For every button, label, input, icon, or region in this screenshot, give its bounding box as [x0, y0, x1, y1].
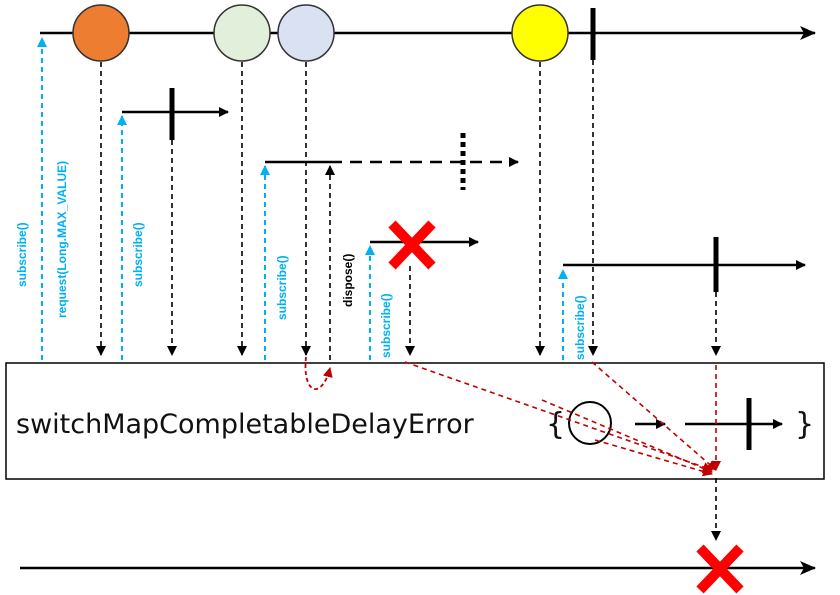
operator-close-brace: } [795, 407, 814, 442]
operator-name: switchMapCompletableDelayError [16, 409, 475, 440]
inner-error-cross-icon [388, 220, 436, 270]
operator-box: switchMapCompletableDelayError { } [5, 362, 825, 480]
output-timeline [20, 544, 816, 594]
green-item [213, 4, 271, 62]
inner-completable-1: subscribe() [117, 88, 229, 360]
inner1-subscribe-label: subscribe() [131, 222, 145, 287]
emission-arrows [96, 60, 598, 356]
inner-completable-4: subscribe() [558, 237, 806, 360]
source-request-label: request(Long.MAX_VALUE) [55, 161, 69, 318]
dispose-label: dispose() [341, 254, 355, 307]
orange-item [72, 4, 130, 62]
source-timeline [40, 8, 816, 60]
operator-item-circle [568, 401, 612, 445]
source-items [72, 4, 569, 62]
inner-completable-2: subscribe() dispose() [260, 133, 519, 360]
source-subscribe-label: subscribe() [15, 222, 29, 287]
error-aggregation-arrows [404, 361, 721, 477]
yellow-item [511, 4, 569, 62]
operator-open-brace: { [546, 407, 565, 442]
output-error-cross-icon [696, 544, 744, 594]
inner2-subscribe-label: subscribe() [275, 255, 289, 320]
inner3-subscribe-label: subscribe() [379, 293, 393, 358]
inner4-subscribe-label: subscribe() [573, 295, 587, 360]
inner-completable-3: subscribe() [365, 220, 479, 360]
dispose-curve-arrow [304, 356, 333, 390]
blue-item [277, 4, 335, 62]
